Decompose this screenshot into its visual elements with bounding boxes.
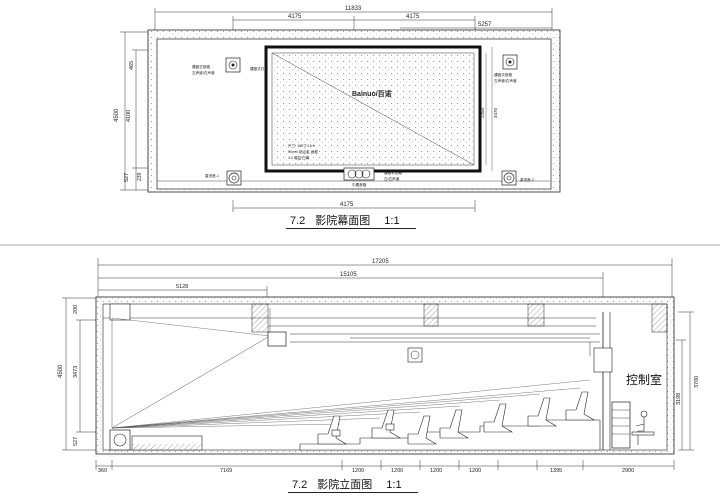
elev-dim-b-360: 360 — [98, 468, 107, 474]
equipment-rack — [611, 401, 631, 449]
subwoofer-1 — [226, 170, 242, 186]
plan-dim-527: 527 — [124, 173, 130, 182]
elevation-title: 7.2 影院立面图 1:1 — [292, 476, 402, 492]
label-left-speaker: 镶嵌式音箱 — [192, 64, 210, 69]
beam-3 — [527, 303, 545, 327]
operator — [631, 410, 655, 445]
plan-dim-top — [154, 8, 553, 30]
projector — [267, 331, 287, 347]
seat-row-7 — [565, 391, 596, 421]
elev-dim-b-1200b: 1200 — [391, 468, 403, 474]
elev-title-text: 影院立面图 — [317, 479, 373, 491]
label-center-desc2: 左/右声道 — [384, 176, 400, 181]
seat-row-4 — [439, 409, 470, 439]
elev-title-underline — [288, 492, 418, 493]
plan-dim-4175b: 4175 — [406, 14, 420, 20]
label-center-desc: 镶嵌式音箱 — [384, 170, 402, 175]
elevation-view: 17205 15105 5128 4500 3473 200 527 3700 … — [58, 258, 700, 474]
elev-title-scale: 1:1 — [386, 479, 402, 491]
plan-dim-4500: 4500 — [114, 108, 120, 122]
plan-dim-left — [120, 31, 148, 191]
elev-dim-3473: 3473 — [73, 366, 79, 378]
side-speaker — [407, 347, 423, 363]
elev-dim-b-1200c: 1200 — [430, 468, 442, 474]
elev-dim-527: 527 — [73, 437, 79, 446]
seat-row-5 — [483, 403, 514, 433]
elev-dim-4500: 4500 — [58, 364, 64, 378]
screen-spec-1: 尺寸: 180寸 16:9 — [288, 143, 315, 148]
label-center-ref: 镶嵌式灯带 — [250, 66, 268, 71]
seat-row-1 — [317, 415, 348, 445]
label-right-channel: 左声道/右声道 — [494, 78, 517, 83]
center-speaker — [343, 167, 375, 181]
plan-title: 7.2 影院幕面图 1:1 — [290, 212, 400, 228]
front-subwoofer — [109, 429, 131, 451]
plan-title-scale: 1:1 — [384, 215, 400, 227]
plan-view: 11833 4175 4175 5257 4500 465 4100 527 2… — [114, 6, 561, 212]
plan-dim-5257: 5257 — [478, 22, 492, 28]
plan-dim-239: 239 — [137, 172, 143, 181]
plan-dim-3470: 3470 — [493, 107, 498, 118]
elev-dim-15105: 15105 — [340, 272, 357, 278]
plan-dim-2350: 2350 — [480, 107, 485, 118]
screen-spec-3: 1.0 增益 白幕 — [288, 155, 310, 160]
elev-dim-200: 200 — [73, 305, 79, 314]
elev-dim-b-1200a: 1200 — [352, 468, 364, 474]
plan-dim-4100: 4100 — [126, 110, 132, 122]
seat-row-6 — [527, 397, 558, 427]
plan-title-text: 影院幕面图 — [315, 215, 371, 227]
plan-dim-11833: 11833 — [345, 6, 362, 12]
plan-title-no: 7.2 — [290, 215, 306, 227]
label-left-channel: 左声道/右声道 — [192, 70, 215, 75]
screen-brand: Bainuo/百诺 — [352, 89, 392, 98]
control-room-label: 控制室 — [626, 373, 663, 387]
elev-title-no: 7.2 — [292, 479, 308, 491]
beam-2 — [423, 303, 439, 327]
elev-dim-3198: 3198 — [676, 393, 682, 405]
screen-spec-2: 90mm 铝合金 画框 — [288, 149, 318, 154]
elev-dim-5128: 5128 — [176, 284, 188, 290]
seats — [317, 391, 596, 445]
elev-dim-3700: 3700 — [694, 376, 700, 388]
front-speaker-box — [109, 303, 131, 321]
label-sub-2: 重低音-2 — [520, 177, 534, 182]
elev-dim-b-1395: 1395 — [550, 468, 562, 474]
beam-4 — [651, 303, 668, 333]
plan-dim-465: 465 — [129, 61, 135, 70]
elev-dim-b-1200d: 1200 — [469, 468, 481, 474]
label-sub-1: 重低音-1 — [205, 173, 219, 178]
speaker-left — [225, 57, 241, 73]
elev-dim-17205: 17205 — [372, 259, 389, 265]
plan-dim-bottom: 4175 — [340, 202, 354, 208]
label-right-speaker: 镶嵌式音箱 — [494, 72, 512, 77]
seat-row-2 — [371, 409, 402, 439]
plan-dim-4175a: 4175 — [288, 14, 302, 20]
plan-title-underline — [286, 228, 416, 229]
subwoofer-2 — [501, 170, 517, 186]
label-center-speaker: 中置音箱 — [352, 182, 367, 187]
seat-row-3 — [407, 415, 438, 445]
elev-dim-b-2900: 2900 — [622, 468, 634, 474]
speaker-right — [502, 54, 518, 70]
elev-dim-b-7169: 7169 — [220, 468, 232, 474]
